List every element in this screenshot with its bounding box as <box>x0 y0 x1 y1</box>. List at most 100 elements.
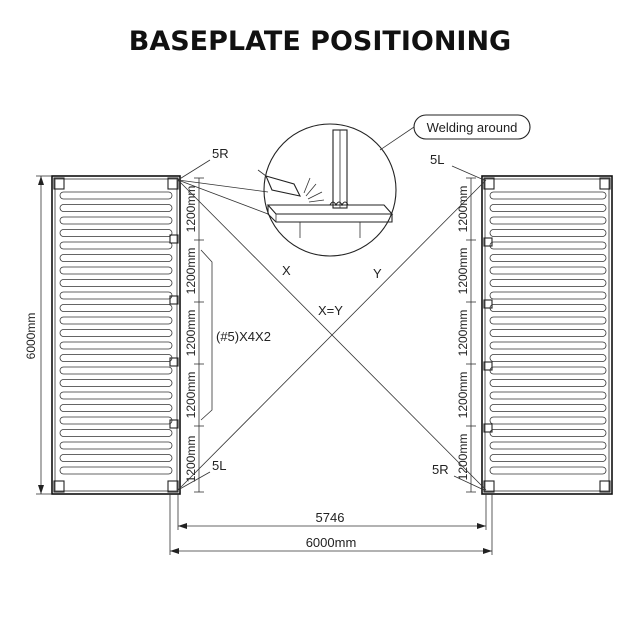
panel-rib <box>489 441 607 450</box>
width-dimensions: 5746 6000mm <box>169 494 493 555</box>
right-segment-label-3: 1200mm <box>456 310 470 357</box>
right-segment-dimensions: 1200mm 1200mm 1200mm 1200mm 1200mm <box>456 177 476 493</box>
panel-rib <box>59 441 173 450</box>
panel-rib <box>489 291 607 300</box>
panel-rib <box>489 379 607 387</box>
welding-detail <box>177 123 397 257</box>
height-dimension-label: 6000mm <box>24 313 38 360</box>
page-title: BASEPLATE POSITIONING <box>129 26 511 57</box>
right-corner-plate-bl <box>483 480 495 493</box>
panel-rib <box>59 466 173 475</box>
panel-rib <box>59 429 173 437</box>
panel-rib <box>489 354 607 362</box>
left-corner-plate-br <box>167 480 179 493</box>
panel-rib <box>489 341 607 350</box>
panel-rib <box>489 254 607 262</box>
panel-rib <box>59 379 173 387</box>
panel-rib <box>59 266 173 275</box>
right-bottom-corner-label: 5R <box>432 462 449 477</box>
panel-rib <box>59 204 173 212</box>
right-corner-plate-br <box>599 480 611 493</box>
left-mid-plate-4 <box>169 419 179 429</box>
diagonal-lines: X Y X=Y <box>177 179 487 491</box>
panel-rib <box>489 266 607 275</box>
right-segment-label-5: 1200mm <box>456 434 470 481</box>
panel-rib <box>489 391 607 400</box>
right-segment-label-2: 1200mm <box>456 248 470 295</box>
left-segment-label-1: 1200mm <box>184 186 198 233</box>
panel-rib <box>489 191 607 200</box>
panel-rib <box>489 229 607 237</box>
panel-rib <box>59 366 173 375</box>
right-mid-plate-2 <box>483 299 493 309</box>
right-segment-label-4: 1200mm <box>456 372 470 419</box>
panel-rib <box>489 466 607 475</box>
left-mid-plate-1 <box>169 234 179 244</box>
panel-rib <box>59 329 173 337</box>
left-corner-plate-tr <box>167 177 179 190</box>
left-segment-label-5: 1200mm <box>184 436 198 483</box>
right-corner-plate-tr <box>599 177 611 190</box>
callout-label: Welding around <box>427 120 518 135</box>
panel-rib <box>59 404 173 412</box>
panel-rib <box>59 191 173 200</box>
panel-rib <box>489 279 607 287</box>
right-top-corner-label: 5L <box>430 152 444 167</box>
right-corner-plate-tl <box>483 177 495 190</box>
panel-rib <box>489 316 607 325</box>
right-panel-ribs <box>489 191 607 475</box>
panel-rib <box>489 404 607 412</box>
panel-rib <box>59 354 173 362</box>
left-mid-plate-3 <box>169 357 179 367</box>
height-dimension: 6000mm <box>24 175 52 495</box>
welding-callout: Welding around <box>379 114 531 151</box>
diagonal-x-label: X <box>282 263 291 278</box>
detail-circle <box>263 123 397 257</box>
welding-torch <box>265 175 302 197</box>
right-container-panel <box>481 175 613 495</box>
corner-labels: 5R 5L 5L 5R <box>177 146 485 491</box>
inner-width-label: 5746 <box>316 510 345 525</box>
panel-rib <box>59 416 173 425</box>
panel-rib <box>59 254 173 262</box>
right-mid-plate-4 <box>483 423 493 433</box>
panel-rib <box>489 204 607 212</box>
left-bottom-corner-label: 5L <box>212 458 226 473</box>
panel-rib <box>59 304 173 312</box>
right-mid-plate-1 <box>483 237 493 247</box>
panel-rib <box>489 216 607 225</box>
left-segment-dimensions: 1200mm 1200mm 1200mm 1200mm 1200mm <box>184 177 204 493</box>
left-segment-label-2: 1200mm <box>184 248 198 295</box>
left-corner-plate-bl <box>53 480 65 493</box>
panel-rib <box>59 391 173 400</box>
left-panel-ribs <box>59 191 173 475</box>
panel-rib <box>489 429 607 437</box>
diagonal-equality-label: X=Y <box>318 303 343 318</box>
panel-rib <box>489 304 607 312</box>
panel-rib <box>489 416 607 425</box>
left-top-corner-label: 5R <box>212 146 229 161</box>
panel-rib <box>59 316 173 325</box>
panel-rib <box>59 341 173 350</box>
outer-width-label: 6000mm <box>306 535 357 550</box>
panel-rib <box>59 291 173 300</box>
right-mid-plate-3 <box>483 361 493 371</box>
group-bracket: (#5)X4X2 <box>200 249 271 421</box>
panel-rib <box>59 279 173 287</box>
diagonal-y-label: Y <box>373 266 382 281</box>
panel-rib <box>59 454 173 462</box>
left-container-panel <box>51 175 181 495</box>
panel-rib <box>489 454 607 462</box>
left-segment-label-4: 1200mm <box>184 372 198 419</box>
panel-rib <box>489 241 607 250</box>
left-segment-label-3: 1200mm <box>184 310 198 357</box>
panel-rib <box>489 329 607 337</box>
panel-rib <box>59 229 173 237</box>
panel-rib <box>59 241 173 250</box>
left-mid-plate-2 <box>169 295 179 305</box>
diagonal-y <box>177 179 487 491</box>
panel-rib <box>489 366 607 375</box>
group-note-label: (#5)X4X2 <box>216 329 271 344</box>
panel-rib <box>59 216 173 225</box>
left-corner-plate-tl <box>53 177 65 190</box>
